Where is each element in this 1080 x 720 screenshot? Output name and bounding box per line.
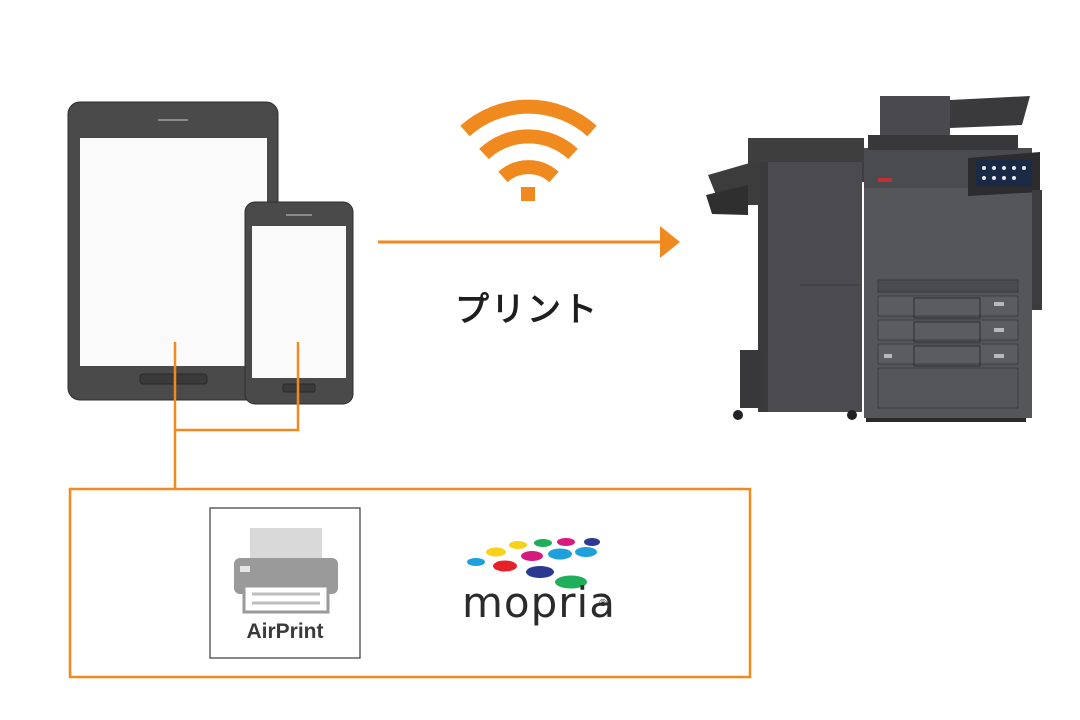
mopria-label: mopria bbox=[462, 578, 616, 627]
print-label: プリント bbox=[455, 282, 599, 331]
mopria-registered-mark: ® bbox=[598, 598, 608, 609]
print-arrow bbox=[378, 226, 680, 258]
airprint-label: AirPrint bbox=[210, 620, 360, 644]
multifunction-printer-icon bbox=[706, 96, 1042, 422]
apps-frame bbox=[70, 489, 750, 677]
wifi-icon bbox=[465, 107, 592, 201]
